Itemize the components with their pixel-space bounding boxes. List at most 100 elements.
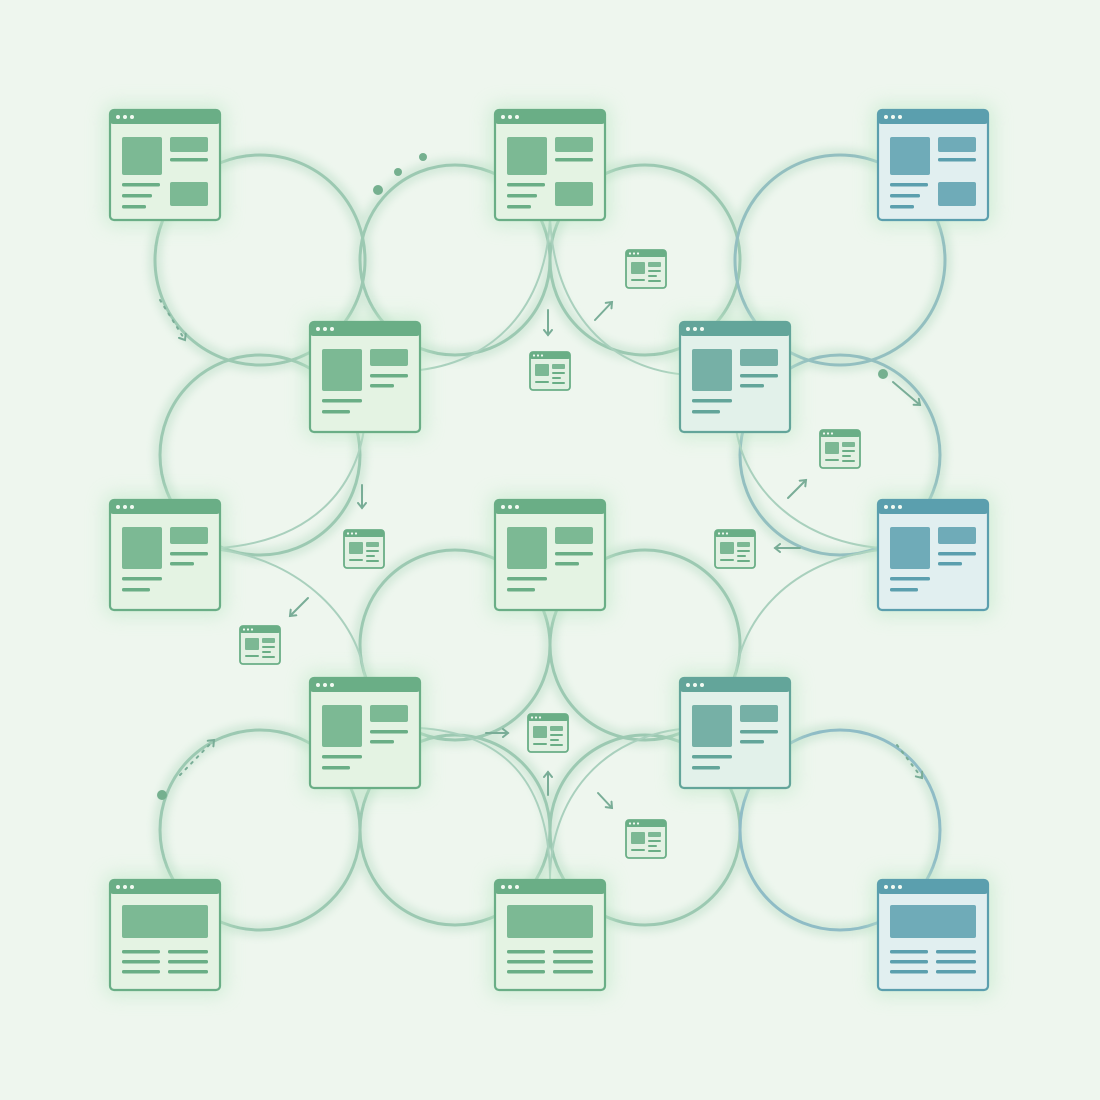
browser-window-node[interactable] — [872, 874, 994, 996]
text-line — [122, 205, 146, 209]
window-control-dot — [515, 505, 519, 509]
text-line — [322, 755, 362, 759]
text-line — [122, 588, 150, 592]
window-control-dot — [123, 115, 127, 119]
dot — [373, 185, 383, 195]
image-block — [322, 349, 362, 391]
arrow-down-right — [159, 299, 187, 342]
text-line — [122, 194, 152, 198]
window-control-dot — [130, 115, 134, 119]
text-line — [122, 970, 160, 974]
browser-window-node[interactable] — [304, 672, 426, 794]
browser-window-node[interactable] — [489, 104, 611, 226]
text-line — [890, 960, 928, 964]
text-line — [890, 588, 918, 592]
header-block — [555, 527, 593, 544]
window-control-dot — [884, 115, 888, 119]
window-control-dot — [501, 885, 505, 889]
image-block — [122, 137, 162, 175]
header-block — [370, 349, 408, 366]
browser-window-node[interactable] — [489, 494, 611, 616]
arrow-up-right — [594, 300, 614, 321]
image-block — [692, 705, 732, 747]
window-titlebar — [878, 880, 988, 894]
window-titlebar — [878, 110, 988, 124]
mini-window-icon — [239, 625, 281, 665]
ring-link — [548, 548, 742, 742]
browser-window-node[interactable] — [872, 494, 994, 616]
header-block — [170, 137, 208, 152]
text-line — [507, 588, 535, 592]
browser-window-node[interactable] — [104, 874, 226, 996]
text-line — [370, 374, 408, 378]
text-line — [322, 410, 350, 414]
window-control-dot — [501, 505, 505, 509]
text-line — [890, 950, 928, 954]
window-control-dot — [891, 115, 895, 119]
text-line — [692, 766, 720, 770]
text-line — [936, 950, 976, 954]
image-block — [692, 349, 732, 391]
header-block — [938, 137, 976, 152]
text-line — [692, 399, 732, 403]
window-control-dot — [501, 115, 505, 119]
window-titlebar — [680, 322, 790, 336]
browser-window-node[interactable] — [489, 874, 611, 996]
window-control-dot — [686, 683, 690, 687]
window-control-dot — [700, 683, 704, 687]
text-line — [370, 384, 394, 388]
window-titlebar — [110, 880, 220, 894]
window-nodes — [104, 104, 994, 996]
window-control-dot — [884, 505, 888, 509]
browser-window-node[interactable] — [872, 104, 994, 226]
text-line — [890, 577, 930, 581]
text-line — [553, 970, 593, 974]
browser-window-node[interactable] — [104, 104, 226, 226]
text-line — [507, 970, 545, 974]
window-control-dot — [693, 327, 697, 331]
window-titlebar — [495, 880, 605, 894]
content-block — [170, 182, 208, 206]
mini-window-icon — [625, 819, 667, 859]
browser-window-node[interactable] — [674, 316, 796, 438]
mini-window-icon — [625, 249, 667, 289]
window-control-dot — [330, 327, 334, 331]
image-block — [890, 137, 930, 175]
ring-link — [548, 163, 742, 357]
window-control-dot — [323, 683, 327, 687]
window-control-dot — [116, 505, 120, 509]
connector-line — [419, 209, 551, 371]
dot — [394, 168, 402, 176]
text-line — [936, 960, 976, 964]
browser-window-node[interactable] — [674, 672, 796, 794]
browser-window-node[interactable] — [104, 494, 226, 616]
text-line — [740, 374, 778, 378]
text-line — [122, 950, 160, 954]
image-block — [890, 527, 930, 569]
window-control-dot — [693, 683, 697, 687]
window-titlebar — [878, 500, 988, 514]
text-line — [938, 562, 962, 566]
window-control-dot — [515, 115, 519, 119]
window-control-dot — [508, 115, 512, 119]
text-line — [553, 950, 593, 954]
text-line — [890, 970, 928, 974]
window-control-dot — [116, 115, 120, 119]
window-control-dot — [130, 505, 134, 509]
text-line — [936, 970, 976, 974]
browser-window-node[interactable] — [304, 316, 426, 438]
text-line — [122, 183, 160, 187]
arrow-down-right — [892, 381, 922, 407]
text-line — [170, 562, 194, 566]
window-titlebar — [495, 110, 605, 124]
text-line — [370, 730, 408, 734]
dot — [419, 153, 427, 161]
text-line — [555, 552, 593, 556]
window-titlebar — [495, 500, 605, 514]
banner-block — [122, 905, 208, 938]
text-line — [555, 562, 579, 566]
window-control-dot — [515, 885, 519, 889]
text-line — [555, 158, 593, 162]
